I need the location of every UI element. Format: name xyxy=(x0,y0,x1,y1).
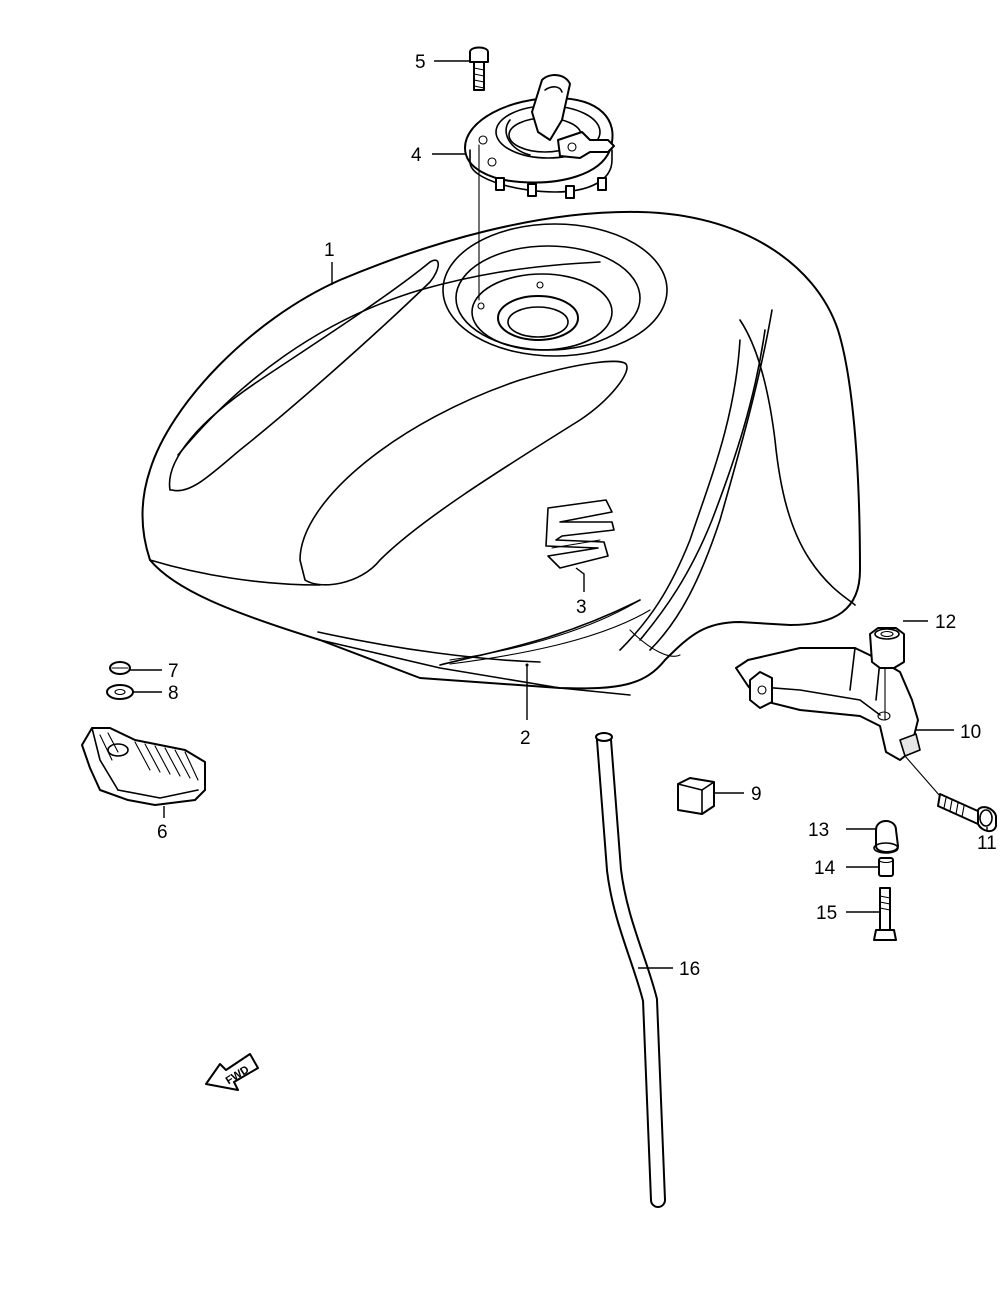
bolt-alignment-line xyxy=(904,755,941,797)
leader-3 xyxy=(575,567,585,592)
forward-direction-arrow: FWD xyxy=(205,1053,259,1091)
callout-labels: 1 2 3 4 5 6 7 8 9 10 11 12 13 14 15 16 xyxy=(157,52,997,980)
callout-11: 11 xyxy=(977,833,997,854)
collar xyxy=(878,856,894,877)
callout-8: 8 xyxy=(168,683,179,704)
callout-3: 3 xyxy=(576,597,587,618)
small-screw xyxy=(109,661,131,675)
callout-12: 12 xyxy=(935,612,956,633)
mount-bolt xyxy=(873,887,897,941)
bracket-nut xyxy=(869,627,905,669)
callout-14: 14 xyxy=(814,858,836,879)
callout-1: 1 xyxy=(324,240,335,261)
callout-6: 6 xyxy=(157,822,168,843)
callout-7: 7 xyxy=(168,661,179,682)
cushion-block xyxy=(677,777,715,815)
leader-lines xyxy=(130,60,988,969)
washer xyxy=(106,684,134,700)
rear-bracket xyxy=(81,727,206,806)
front-bolt xyxy=(937,793,997,832)
callout-2: 2 xyxy=(520,728,531,749)
callout-15: 15 xyxy=(816,903,837,924)
callout-10: 10 xyxy=(960,722,981,743)
callout-16: 16 xyxy=(679,959,700,980)
callout-13: 13 xyxy=(808,820,829,841)
grommet xyxy=(873,820,899,854)
fuel-tank xyxy=(141,210,861,696)
callout-5: 5 xyxy=(415,52,426,73)
cap-screw xyxy=(469,46,489,91)
fuel-cap xyxy=(464,74,615,199)
drain-hose xyxy=(595,732,666,1208)
callout-4: 4 xyxy=(411,145,422,166)
callout-9: 9 xyxy=(751,784,762,805)
